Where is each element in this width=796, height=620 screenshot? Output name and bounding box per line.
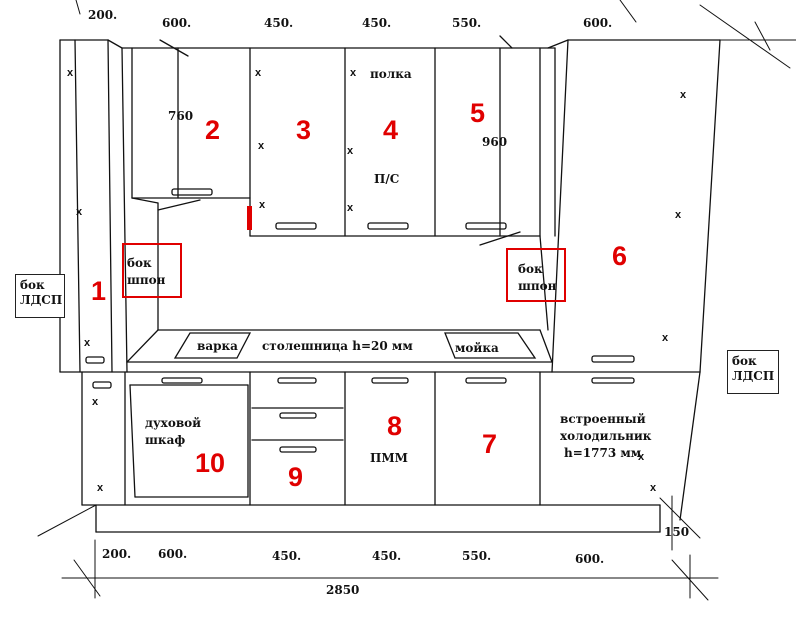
bottom-dimension-4: 450. [372,549,402,563]
plinth-height: 150 [664,525,690,539]
module-number-5: 5 [470,98,486,128]
hinge-mark: x [84,337,91,349]
hinge-mark: x [76,206,83,218]
module-number-4: 4 [383,115,399,145]
fridge-label: встроенный холодильник h=1773 мм [560,411,651,462]
top-dimension-5: 550. [452,16,482,30]
left-side-callout-line-2: ЛДСП [20,293,63,307]
panel-6-outline [547,39,721,521]
hinge-mark: x [92,396,99,408]
module-number-8: 8 [387,411,403,441]
hinge-mark: x [650,482,657,494]
total-width: 2850 [326,583,360,597]
right-veneer-line-1: бок [518,262,543,276]
dimension-lines [37,0,796,601]
hinge-mark: x [255,67,262,79]
bottom-dimension-2: 600. [158,547,188,561]
oven-label-line-2: шкаф [145,433,186,447]
upper-cabinets-outline [121,35,556,331]
left-side-callout-line-1: бок [20,278,45,292]
module-number-7: 7 [482,429,498,459]
top-dimension-3: 450. [264,16,294,30]
sink-label: мойка [455,341,499,355]
oven-label: духовой шкаф [145,415,201,449]
right-side-callout-line-2: ЛДСП [732,369,775,383]
dishwasher-label: ПММ [370,451,408,465]
left-side-callout: бок ЛДСП [15,274,65,318]
fridge-label-line-1: встроенный [560,412,646,426]
hinge-mark: x [67,67,74,79]
upper-height-left: 760 [168,109,194,123]
countertop-outline [126,329,553,373]
hinge-mark: x [97,482,104,494]
top-dimension-2: 600. [162,16,192,30]
left-veneer-line-2: шпон [127,273,166,287]
fridge-label-line-2: холодильник [560,429,652,443]
shelf-label: полка [370,67,412,81]
module-number-10: 10 [195,448,226,478]
module-number-2: 2 [205,115,221,145]
hinge-mark: x [258,140,265,152]
oven-label-line-1: духовой [145,416,202,430]
top-dimension-1: 200. [88,8,118,22]
module-number-6: 6 [612,241,628,271]
hinge-mark: x [675,209,682,221]
hinge-mark: x [638,451,645,463]
hinge-mark: x [347,202,354,214]
bottom-dimension-3: 450. [272,549,302,563]
hinge-mark: x [662,332,669,344]
panel-1-outline [59,39,128,373]
module-number-9: 9 [288,462,304,492]
right-side-callout-line-1: бок [732,354,757,368]
left-veneer-box: бок шпон [122,243,182,298]
plinth-outline [95,504,661,533]
hinge-mark: x [350,67,357,79]
bottom-dimension-5: 550. [462,549,492,563]
left-veneer-line-1: бок [127,256,152,270]
fridge-label-line-3: h=1773 мм [564,446,642,460]
hob-label: варка [197,339,238,353]
hinge-mark: x [347,145,354,157]
right-side-callout: бок ЛДСП [727,350,779,394]
bottom-dimension-6: 600. [575,552,605,566]
top-dimension-6: 600. [583,16,613,30]
hinge-mark: x [680,89,687,101]
module-number-1: 1 [91,276,107,306]
lower-cabinets-outline [81,371,661,506]
module-number-3: 3 [296,115,312,145]
countertop-label: столешница h=20 мм [262,339,413,353]
hinge-mark: x [259,199,266,211]
dish-dryer-label: П/С [374,172,400,186]
upper-height-right: 960 [482,135,508,149]
right-veneer-line-2: шпон [518,279,557,293]
bottom-dimension-1: 200. [102,547,132,561]
right-veneer-box: бок шпон [506,248,566,302]
top-dimension-4: 450. [362,16,392,30]
